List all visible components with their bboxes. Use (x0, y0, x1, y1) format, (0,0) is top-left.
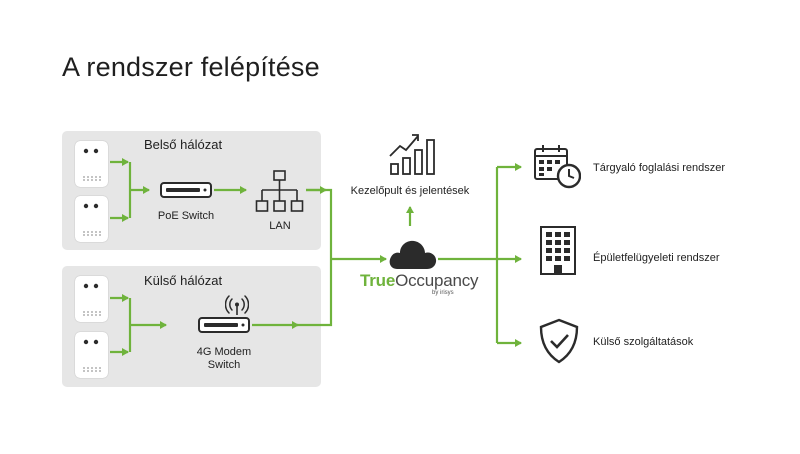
switch-icon (160, 182, 212, 198)
sensor-icon (75, 332, 108, 378)
shield-check-icon (539, 318, 579, 364)
sensor-icon (75, 276, 108, 322)
external-network-title: Külső hálózat (144, 273, 223, 288)
modem-label: 4G Modem Switch (184, 346, 264, 372)
calendar-clock-icon (534, 145, 581, 189)
output-label-building-management: Épületfelügyeleti rendszer (593, 252, 720, 264)
lan-label: LAN (269, 220, 291, 232)
sensor-icon (75, 196, 108, 242)
modem-label-line1: 4G Modem (196, 346, 252, 358)
output-label-external-services: Külső szolgáltatások (593, 336, 694, 348)
wifi-signal-icon (225, 295, 249, 315)
dashboard-label: Kezelőpult és jelentések (350, 185, 470, 197)
page-title: A rendszer felépítése (62, 52, 320, 82)
brand-occupancy: Occupancy (395, 271, 479, 290)
trueoccupancy-logo: TrueOccupancy (360, 271, 479, 291)
bar-chart-icon (389, 134, 435, 175)
brand-true: True (360, 271, 396, 290)
internal-network-title: Belső hálózat (144, 137, 223, 152)
poe-switch-label: PoE Switch (157, 210, 215, 222)
cloud-icon (389, 240, 437, 269)
building-icon (540, 226, 576, 275)
output-label-meeting-room: Tárgyaló foglalási rendszer (593, 162, 726, 174)
lan-icon (255, 170, 304, 212)
modem-label-line2: Switch (207, 359, 241, 371)
sensor-icon (75, 141, 108, 187)
modem-icon (198, 317, 250, 333)
brand-by: by irisys (432, 290, 454, 296)
